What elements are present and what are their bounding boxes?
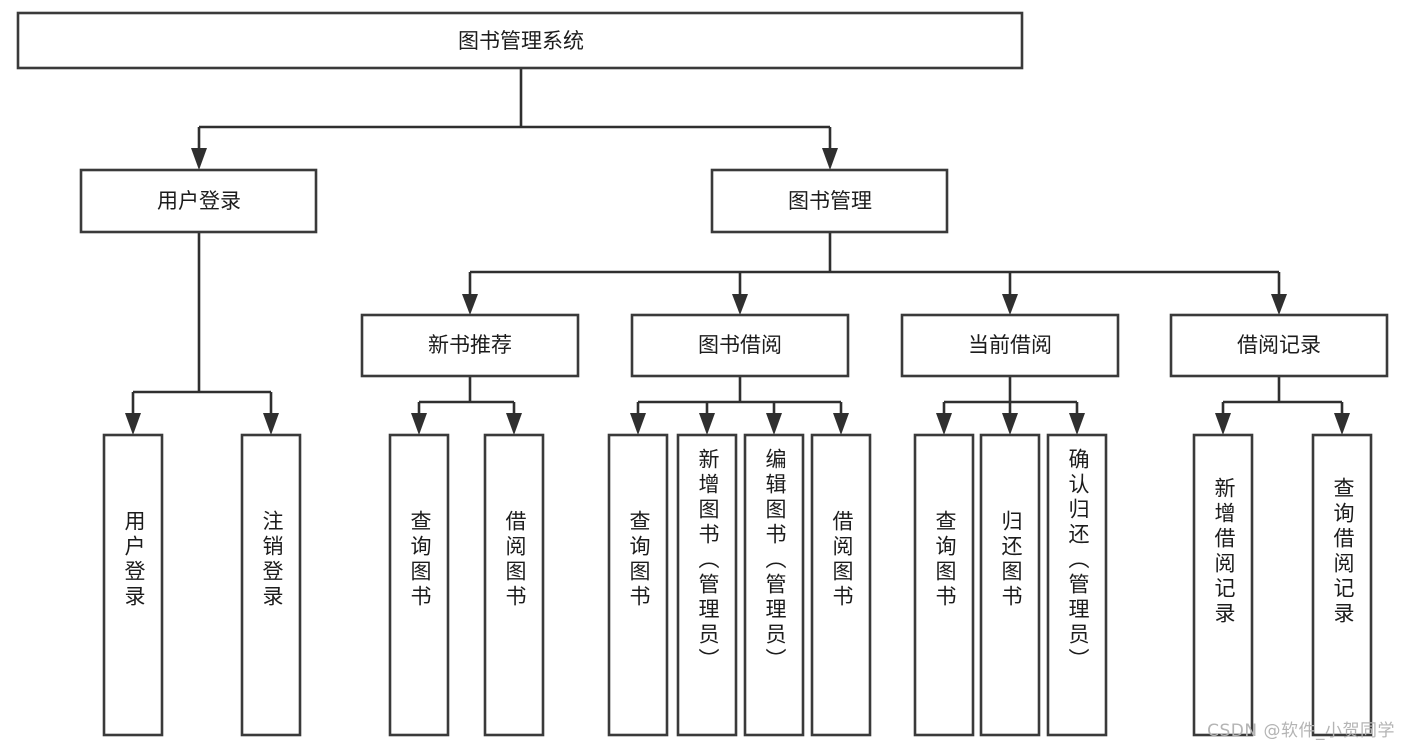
- node-leaf-logout-login-box[interactable]: [240, 433, 302, 737]
- connector-group-book-manage: [462, 232, 1287, 315]
- node-leaf-borrow-book-1-box[interactable]: [483, 433, 545, 737]
- arrow-head-leaf-logout-login: [263, 413, 279, 435]
- node-root-box[interactable]: [16, 11, 1024, 70]
- node-user-login-box[interactable]: [79, 168, 318, 234]
- node-borrow-record-box[interactable]: [1169, 313, 1389, 378]
- node-book-borrow-label: 图书借阅: [698, 333, 782, 357]
- node-leaf-confirm-return-box[interactable]: [1046, 433, 1108, 737]
- node-leaf-query-book-2-box[interactable]: [607, 433, 669, 737]
- arrow-head-leaf-return-book: [1002, 413, 1018, 435]
- connector-group-user-login: [125, 232, 279, 435]
- node-leaf-query-book-2-label: 查询图书: [627, 510, 651, 610]
- node-user-login-label: 用户登录: [157, 189, 241, 213]
- node-root-label: 图书管理系统: [458, 29, 584, 53]
- arrow-head-leaf-query-book-3: [936, 413, 952, 435]
- arrow-head-leaf-query-book-2: [630, 413, 646, 435]
- connector-group-new-book-recommend: [411, 376, 522, 435]
- node-leaf-add-book-label: 新增图书（管理员）: [696, 448, 720, 673]
- node-leaf-query-book-2[interactable]: 查询图书: [607, 433, 669, 737]
- node-leaf-edit-book-label: 编辑图书（管理员）: [763, 448, 787, 673]
- node-current-borrow[interactable]: 当前借阅: [900, 313, 1120, 378]
- node-leaf-borrow-book-1[interactable]: 借阅图书: [483, 433, 545, 737]
- node-leaf-query-book-1[interactable]: 查询图书: [388, 433, 450, 737]
- arrow-head-book-borrow: [732, 294, 748, 315]
- node-leaf-user-login-box[interactable]: [102, 433, 164, 737]
- arrow-head-leaf-add-record: [1215, 413, 1231, 435]
- node-borrow-record-label: 借阅记录: [1237, 333, 1321, 357]
- arrow-head-leaf-add-book: [699, 413, 715, 435]
- node-leaf-query-book-1-label: 查询图书: [408, 510, 432, 610]
- node-leaf-query-record-label: 查询借阅记录: [1331, 477, 1355, 627]
- node-leaf-query-record[interactable]: 查询借阅记录: [1311, 433, 1373, 737]
- node-leaf-add-record[interactable]: 新增借阅记录: [1192, 433, 1254, 737]
- node-leaf-add-record-label: 新增借阅记录: [1212, 477, 1236, 627]
- arrow-head-leaf-edit-book: [766, 413, 782, 435]
- node-leaf-borrow-book-2[interactable]: 借阅图书: [810, 433, 872, 737]
- arrow-head-book-manage: [822, 148, 838, 170]
- node-book-manage[interactable]: 图书管理: [710, 168, 949, 234]
- connector-group-root: [191, 68, 838, 170]
- arrow-head-new-book-recommend: [462, 294, 478, 315]
- connector-group-borrow-record: [1215, 376, 1350, 435]
- node-leaf-query-book-3[interactable]: 查询图书: [913, 433, 975, 737]
- arrow-head-leaf-borrow-book-1: [506, 413, 522, 435]
- node-leaf-return-book-box[interactable]: [979, 433, 1041, 737]
- node-book-manage-box[interactable]: [710, 168, 949, 234]
- arrow-head-leaf-confirm-return: [1069, 413, 1085, 435]
- arrow-head-current-borrow: [1002, 294, 1018, 315]
- node-leaf-logout-login[interactable]: 注销登录: [240, 433, 302, 737]
- node-book-borrow[interactable]: 图书借阅: [630, 313, 850, 378]
- node-leaf-add-book[interactable]: 新增图书（管理员）: [676, 433, 738, 737]
- connector-group-book-borrow: [630, 376, 849, 435]
- node-leaf-query-book-1-box[interactable]: [388, 433, 450, 737]
- arrow-head-leaf-query-record: [1334, 413, 1350, 435]
- node-leaf-borrow-book-2-box[interactable]: [810, 433, 872, 737]
- node-leaf-edit-book-box[interactable]: [743, 433, 805, 737]
- node-leaf-query-book-3-box[interactable]: [913, 433, 975, 737]
- node-leaf-return-book-label: 归还图书: [999, 510, 1023, 610]
- node-leaf-query-record-box[interactable]: [1311, 433, 1373, 737]
- node-leaf-edit-book[interactable]: 编辑图书（管理员）: [743, 433, 805, 737]
- node-leaf-user-login[interactable]: 用户登录: [102, 433, 164, 737]
- node-book-manage-label: 图书管理: [788, 189, 872, 213]
- node-book-borrow-box[interactable]: [630, 313, 850, 378]
- node-leaf-borrow-book-2-label: 借阅图书: [830, 510, 854, 610]
- node-current-borrow-label: 当前借阅: [968, 333, 1052, 357]
- connector-group-current-borrow: [936, 376, 1085, 435]
- arrow-head-leaf-borrow-book-2: [833, 413, 849, 435]
- node-leaf-confirm-return-label: 确认归还（管理员）: [1066, 448, 1090, 673]
- arrow-head-user-login: [191, 148, 207, 170]
- arrow-head-leaf-query-book-1: [411, 413, 427, 435]
- node-leaf-user-login-label: 用户登录: [122, 510, 146, 610]
- arrow-head-leaf-user-login: [125, 413, 141, 435]
- node-new-book-recommend-label: 新书推荐: [428, 333, 512, 357]
- node-root[interactable]: 图书管理系统: [16, 11, 1024, 70]
- node-leaf-add-book-box[interactable]: [676, 433, 738, 737]
- arrow-head-borrow-record: [1271, 294, 1287, 315]
- node-current-borrow-box[interactable]: [900, 313, 1120, 378]
- node-leaf-add-record-box[interactable]: [1192, 433, 1254, 737]
- node-new-book-recommend[interactable]: 新书推荐: [360, 313, 580, 378]
- node-new-book-recommend-box[interactable]: [360, 313, 580, 378]
- node-borrow-record[interactable]: 借阅记录: [1169, 313, 1389, 378]
- node-user-login[interactable]: 用户登录: [79, 168, 318, 234]
- watermark-text: CSDN @软件_小贺同学: [1207, 721, 1395, 741]
- node-leaf-confirm-return[interactable]: 确认归还（管理员）: [1046, 433, 1108, 737]
- node-leaf-logout-login-label: 注销登录: [260, 510, 284, 610]
- node-leaf-query-book-3-label: 查询图书: [933, 510, 957, 610]
- node-leaf-return-book[interactable]: 归还图书: [979, 433, 1041, 737]
- node-leaf-borrow-book-1-label: 借阅图书: [503, 510, 527, 610]
